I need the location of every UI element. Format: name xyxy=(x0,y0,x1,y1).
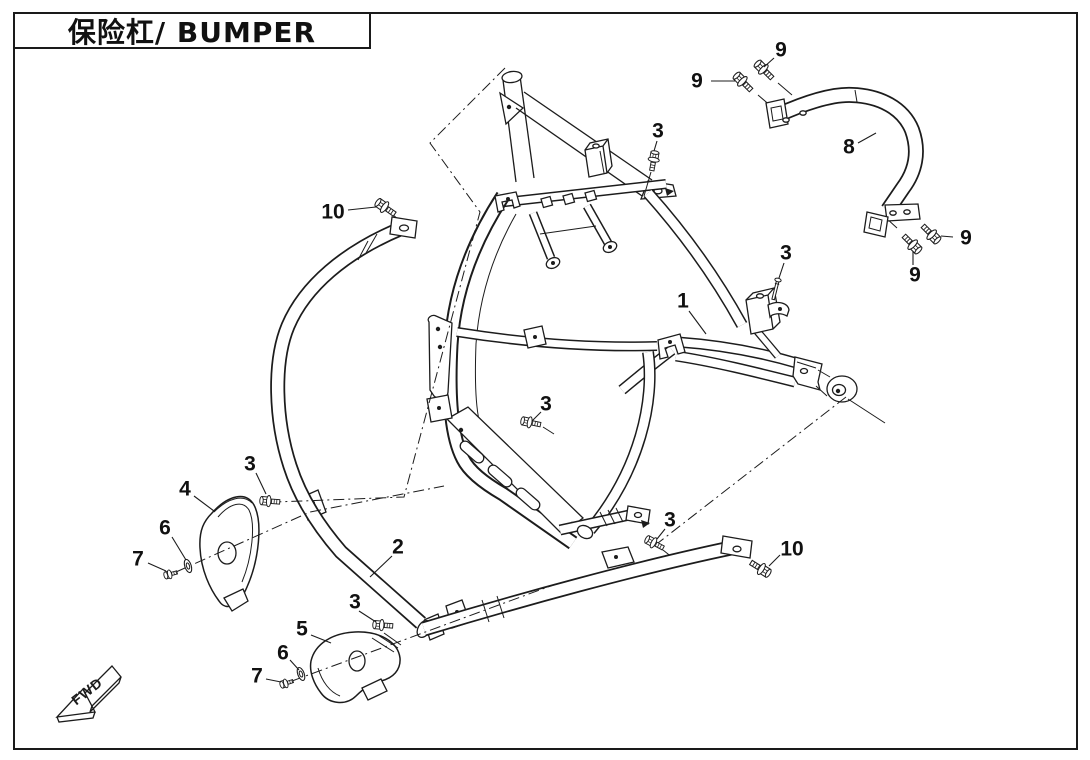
callout-number: 3 xyxy=(349,591,361,614)
callout-number: 4 xyxy=(179,478,191,501)
rear-rack-tube-drawing xyxy=(765,86,924,238)
hardware-layer xyxy=(163,59,942,689)
callout-number: 3 xyxy=(664,509,676,532)
callout-number: 9 xyxy=(960,227,972,250)
callout-number: 5 xyxy=(296,618,308,641)
callout-3: 3 xyxy=(656,509,676,540)
flange-bolt-3-icon xyxy=(647,150,660,172)
construction-lines xyxy=(175,67,886,682)
callout-number: 10 xyxy=(321,201,344,224)
callout-9: 9 xyxy=(763,39,787,68)
callout-number: 3 xyxy=(540,393,552,416)
flange-bolt-9-icon xyxy=(732,71,754,93)
page-title: 保险杠/ BUMPER xyxy=(67,15,317,49)
callout-10: 10 xyxy=(321,201,377,224)
callout-number: 9 xyxy=(691,70,703,93)
rear-bumper-drawing xyxy=(657,287,858,403)
callout-4: 4 xyxy=(179,478,215,512)
callout-number: 7 xyxy=(251,665,263,688)
callout-1: 1 xyxy=(677,290,707,335)
callout-number: 9 xyxy=(909,264,921,287)
callout-9: 9 xyxy=(940,227,972,250)
callout-number: 10 xyxy=(780,538,803,561)
pin-bolt-3-icon xyxy=(771,277,782,301)
flange-bolt-9-icon xyxy=(920,223,942,245)
callout-3: 3 xyxy=(349,591,377,623)
callout-number: 2 xyxy=(392,536,404,559)
flange-bolt-10-icon xyxy=(748,559,772,578)
callout-6: 6 xyxy=(277,642,300,671)
callout-9: 9 xyxy=(691,70,735,93)
front-bumper-drawing xyxy=(270,216,753,639)
small-bolt-7-icon xyxy=(279,678,295,689)
callout-7: 7 xyxy=(132,548,167,572)
title-block: 保险杠/ BUMPER xyxy=(13,12,371,49)
callout-10: 10 xyxy=(768,538,804,567)
guard-cover-bottom-drawing xyxy=(309,631,402,704)
flange-bolt-3-icon xyxy=(259,495,281,508)
main-frame-drawing xyxy=(299,70,917,641)
flange-bolt-9-icon xyxy=(753,59,775,81)
callout-3: 3 xyxy=(531,393,552,422)
flange-bolt-3-icon xyxy=(520,416,542,429)
callout-3: 3 xyxy=(244,453,267,495)
callout-number: 3 xyxy=(244,453,256,476)
callout-number: 3 xyxy=(780,242,792,265)
callout-number: 6 xyxy=(277,642,289,665)
callout-8: 8 xyxy=(843,132,877,159)
callout-6: 6 xyxy=(159,517,187,561)
callout-3: 3 xyxy=(778,242,792,279)
callout-number: 7 xyxy=(132,548,144,571)
callout-3: 3 xyxy=(652,120,664,152)
callout-number: 1 xyxy=(677,290,689,313)
callout-7: 7 xyxy=(251,665,282,688)
flange-bolt-3-icon xyxy=(644,535,665,551)
callout-number: 8 xyxy=(843,136,855,159)
callout-2: 2 xyxy=(369,536,404,578)
callout-number: 3 xyxy=(652,120,664,143)
callout-9: 9 xyxy=(909,251,921,287)
callout-number: 6 xyxy=(159,517,171,540)
guard-cover-left-drawing xyxy=(199,495,260,612)
callout-5: 5 xyxy=(296,618,332,644)
callout-number: 9 xyxy=(775,39,787,62)
flange-bolt-9-icon xyxy=(901,233,923,255)
washer-6-icon xyxy=(296,666,306,682)
washer-6-icon xyxy=(183,558,193,574)
flange-bolt-3-icon xyxy=(372,619,394,632)
flange-bolt-10-icon xyxy=(374,197,397,217)
fwd-arrow: FWD xyxy=(55,665,122,723)
small-bolt-7-icon xyxy=(163,569,179,580)
